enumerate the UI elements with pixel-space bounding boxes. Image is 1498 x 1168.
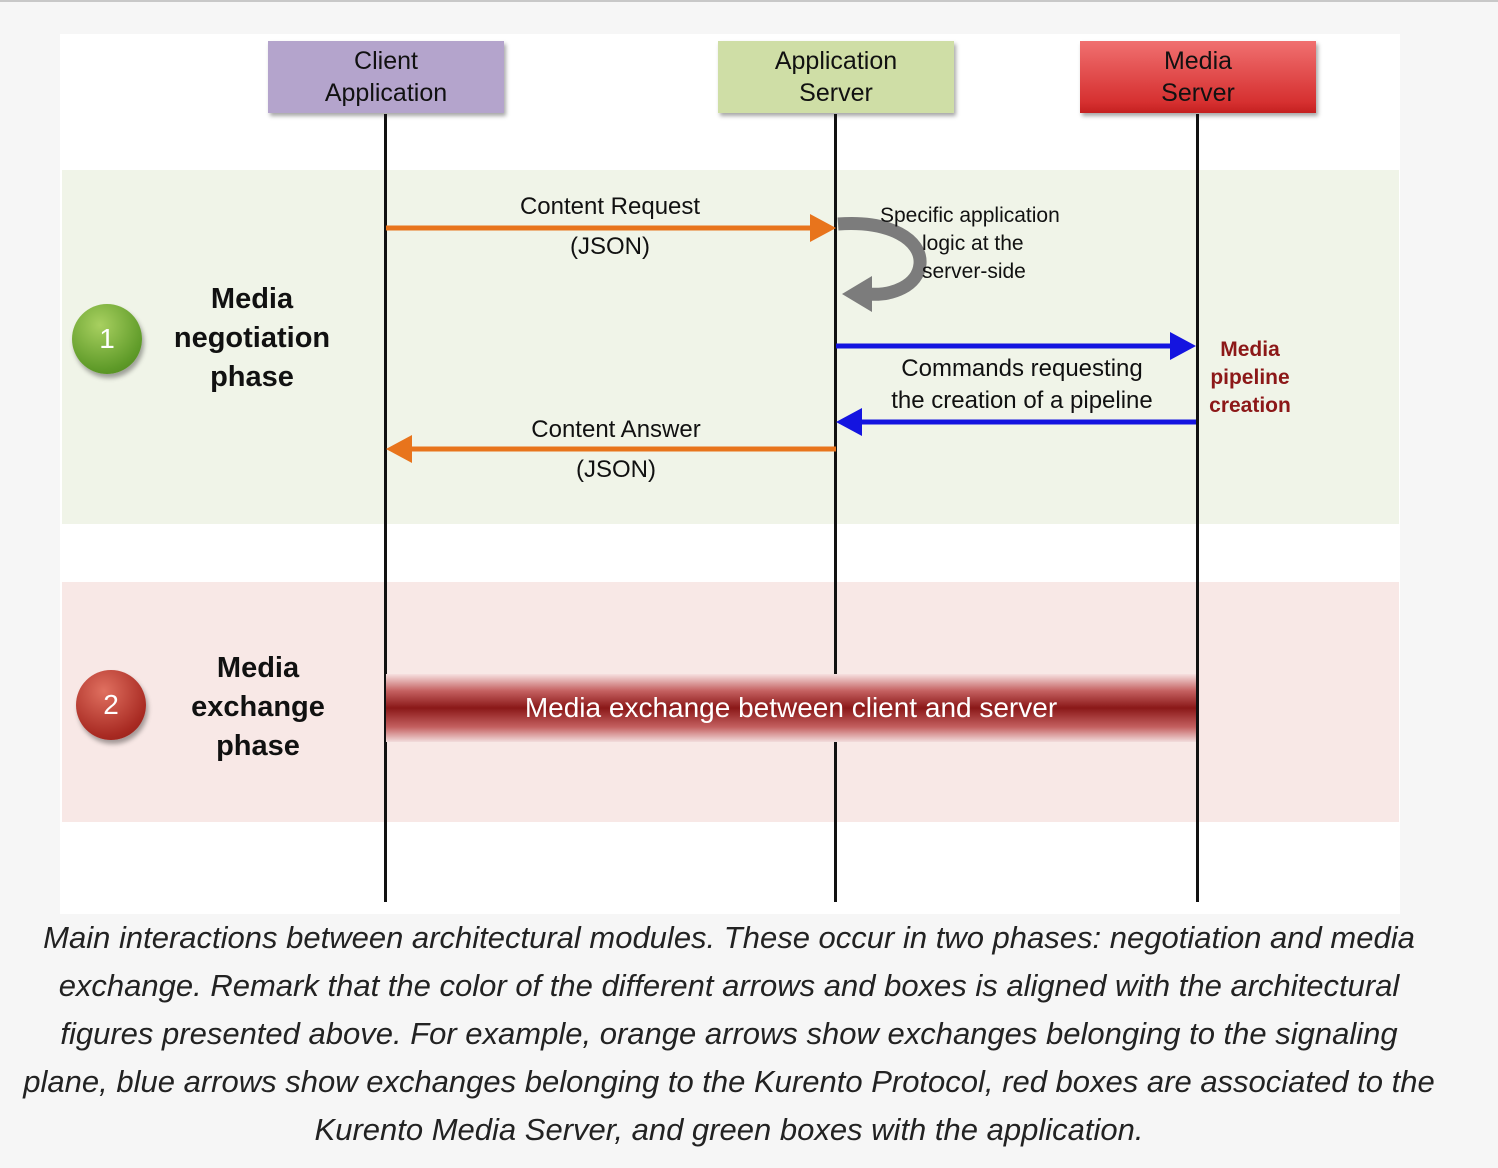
phase-1-label-line2: negotiation (173, 322, 331, 354)
phase-1-label: Media negotiation phase (152, 280, 352, 397)
phase-2-label-line3: phase (216, 730, 300, 762)
phase-2-label: Media exchange phase (158, 649, 358, 766)
app-logic-line2: logic at the (922, 232, 1024, 255)
app-logic-line3: server-side (922, 260, 1026, 283)
app-logic-line1: Specific application (880, 204, 1060, 227)
phase-1-badge: 1 (72, 304, 142, 374)
media-server-label-line1: Media (1163, 47, 1233, 75)
phase-1-label-line3: phase (210, 361, 294, 393)
content-request-arrow (386, 214, 836, 242)
client-lifeline (384, 114, 387, 902)
phase-2-badge: 2 (76, 670, 146, 740)
app-server-label-line2: Server (799, 79, 873, 107)
commands-request-arrow (836, 332, 1196, 360)
pipeline-creation-line1: Media (1220, 338, 1280, 361)
content-request-text: Content Request (519, 193, 701, 220)
sequence-diagram: Client Application Application Server Me… (60, 34, 1400, 914)
application-server-box: Application Server (718, 41, 954, 113)
client-label-line2: Application (324, 79, 448, 107)
media-exchange-label: Media exchange between client and server (524, 692, 1058, 723)
client-application-box: Client Application (268, 41, 504, 113)
content-answer-arrow (386, 435, 836, 463)
phase-2-label-line1: Media (216, 652, 300, 684)
app-server-label-line1: Application (774, 47, 898, 75)
client-label-line1: Client (354, 47, 418, 75)
top-divider (0, 0, 1498, 2)
media-server-lifeline (1196, 114, 1199, 902)
pipeline-creation-line2: pipeline (1210, 366, 1290, 389)
message-arrows (386, 214, 1196, 463)
content-answer-format: (JSON) (576, 456, 656, 483)
content-request-format: (JSON) (490, 232, 730, 262)
figure-caption: Main interactions between architectural … (23, 920, 1435, 1147)
media-server-label-line2: Server (1161, 79, 1235, 107)
content-answer-label: Content Answer (531, 416, 701, 443)
phase-1-label-line1: Media (210, 283, 294, 315)
media-exchange-bar: Media exchange between client and server (386, 674, 1196, 742)
commands-label-line2: the creation of a pipeline (891, 387, 1153, 414)
pipeline-creation-line3: creation (1209, 394, 1291, 417)
commands-label-line1: Commands requesting (901, 355, 1143, 382)
app-logic-loop-arrow (837, 216, 927, 312)
app-server-lifeline (834, 114, 837, 902)
commands-response-arrow (836, 408, 1196, 436)
content-request-json: (JSON) (570, 233, 650, 260)
phase-2-label-line2: exchange (191, 691, 325, 723)
content-request-label: Content Request (490, 192, 730, 222)
media-server-box: Media Server (1080, 41, 1316, 113)
